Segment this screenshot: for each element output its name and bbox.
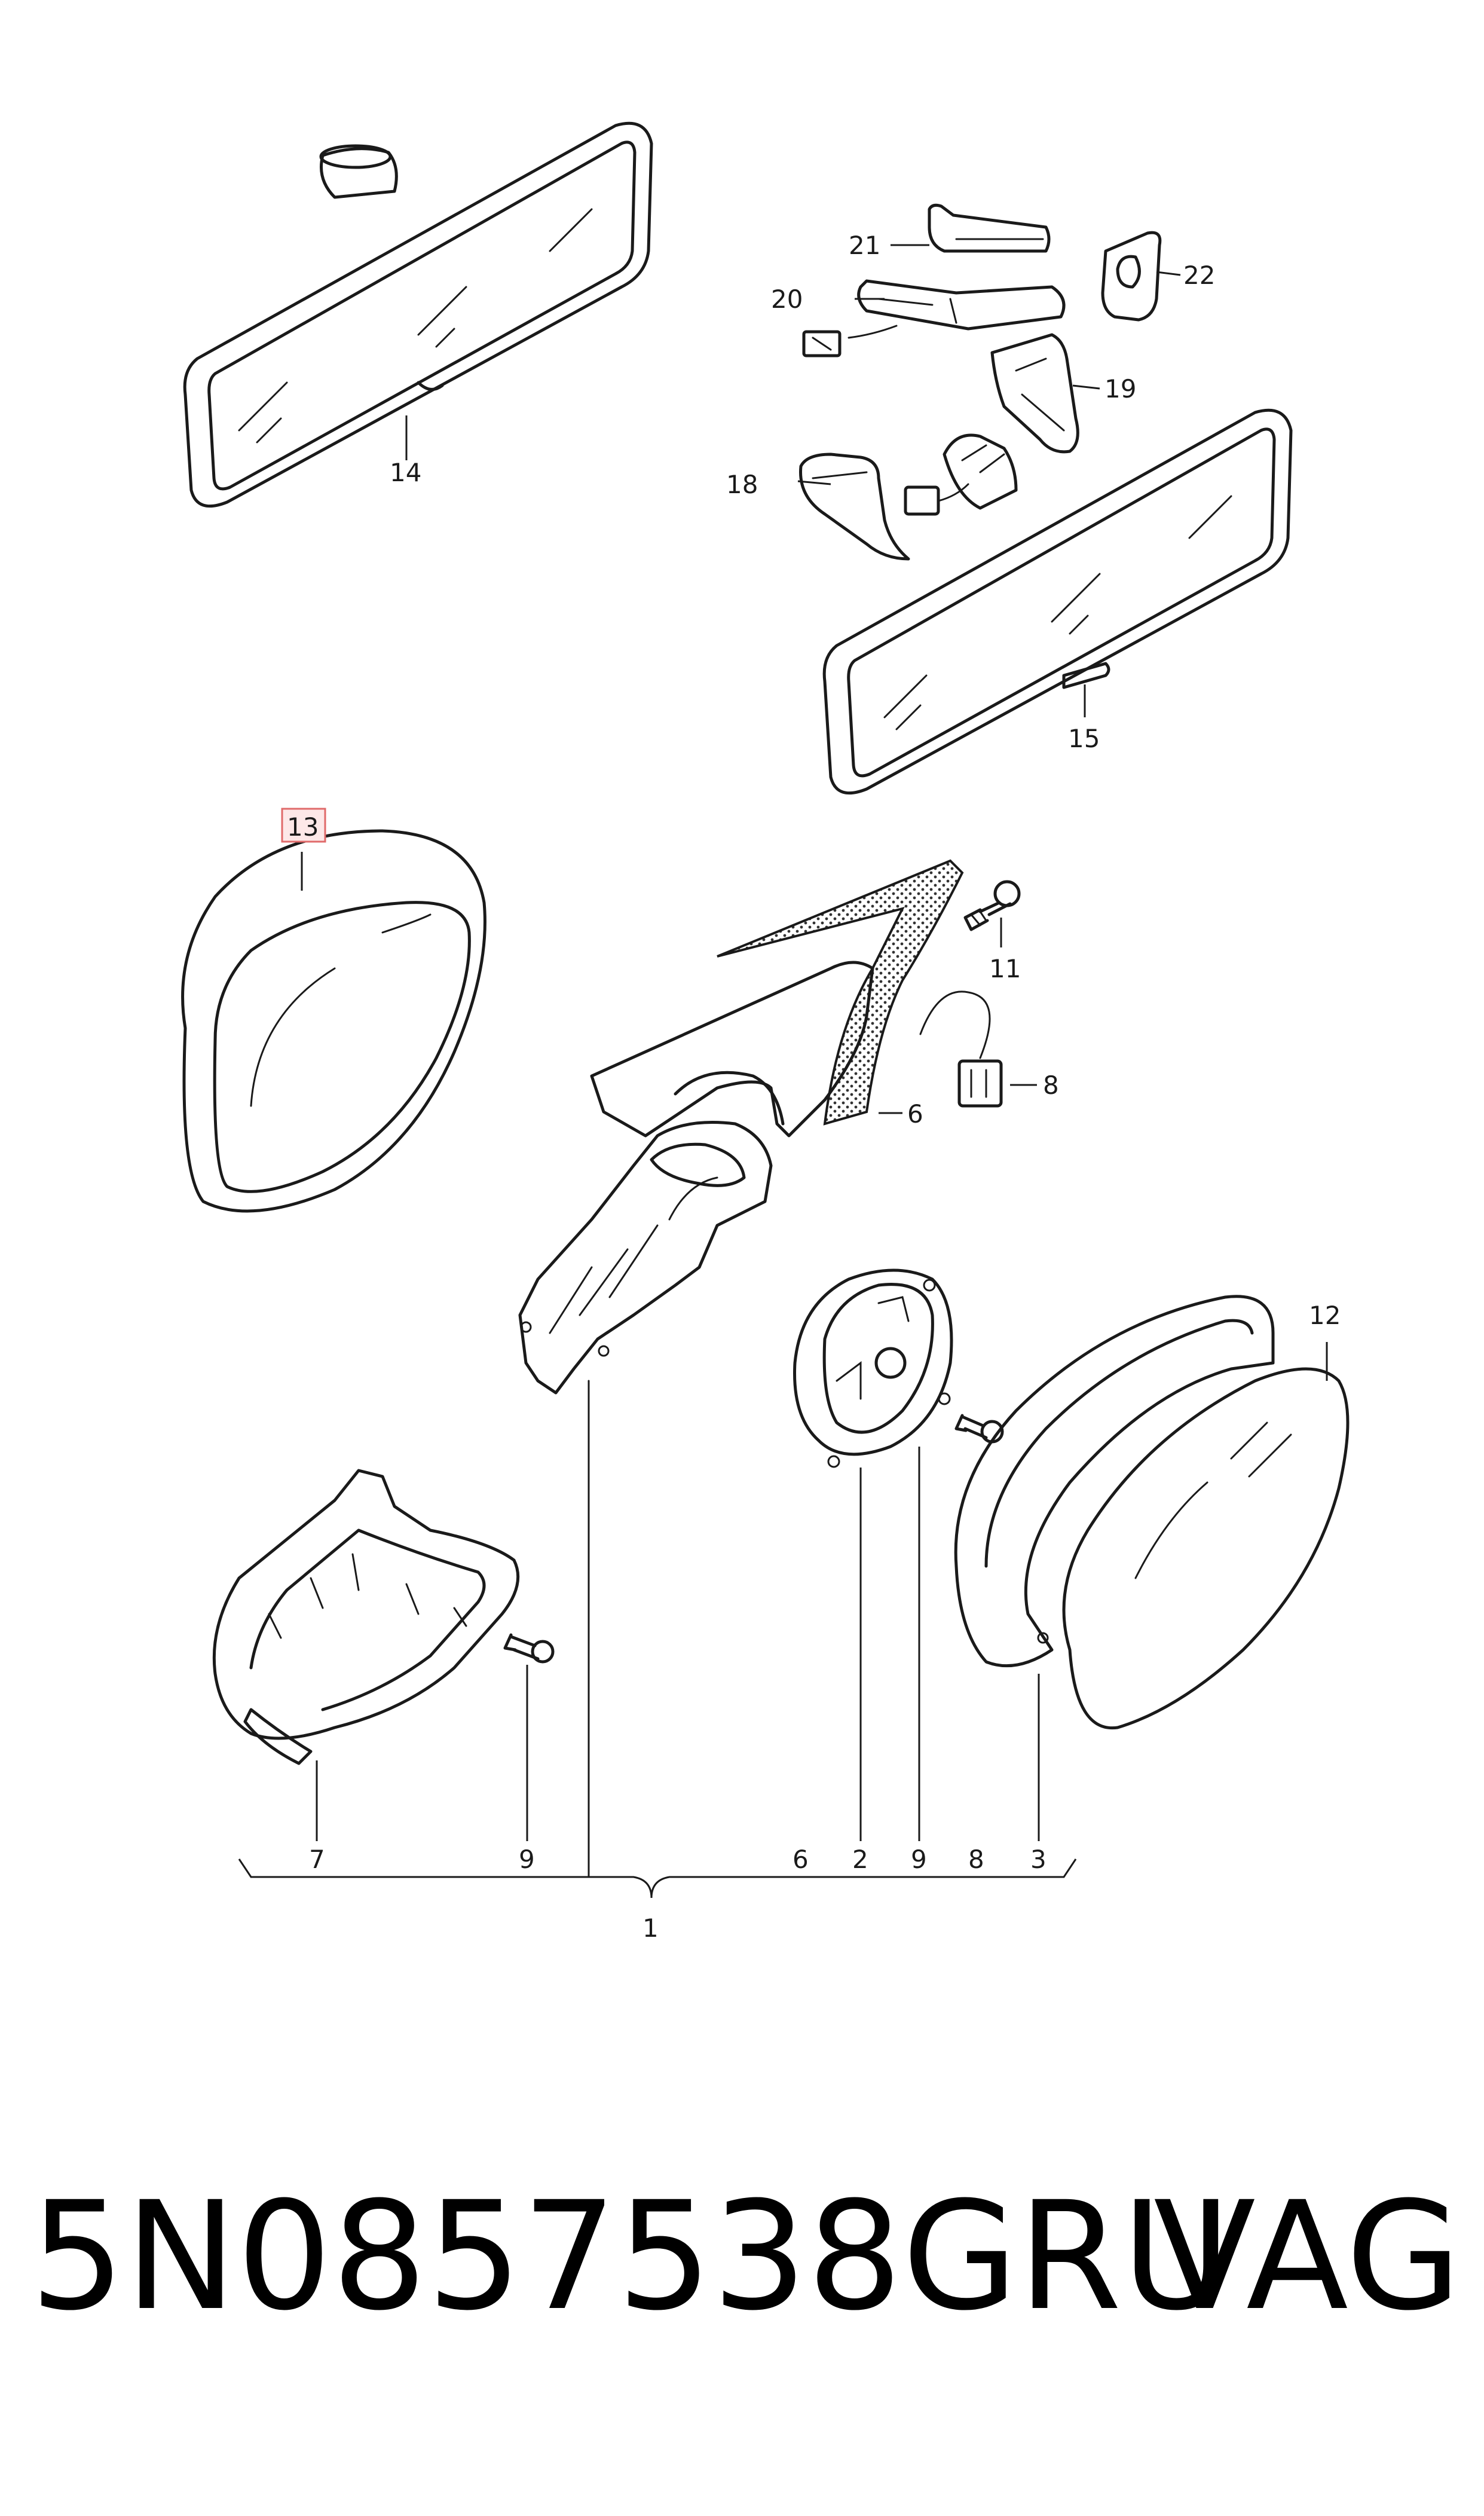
screw-9-housing: [503, 1633, 555, 1664]
callout-3: 3: [1030, 1845, 1047, 1874]
callout-11: 11: [989, 954, 1021, 983]
part-number: 5N0857538GRU: [30, 2169, 1231, 2343]
callout-labels: 14 15 18 19 20 21 22 13 11 8 6 12 7 9 6 …: [287, 231, 1341, 1943]
callout-13: 13: [287, 812, 319, 842]
callout-14: 14: [390, 458, 421, 487]
connector-8: [919, 990, 1003, 1108]
callout-8-group: 8: [968, 1845, 984, 1874]
callout-20: 20: [771, 285, 803, 314]
callout-13-highlight-box: [281, 808, 326, 843]
callout-2: 2: [852, 1845, 868, 1874]
callout-8-connector: 8: [1043, 1071, 1059, 1100]
mirror-housing-7: [212, 1469, 520, 1765]
callout-6-group: 6: [793, 1845, 809, 1874]
bracket-21: [928, 203, 1051, 253]
callout-15: 15: [1068, 724, 1100, 753]
callout-21: 21: [849, 231, 880, 260]
cover-18: [799, 453, 910, 561]
adjustment-motor-2: [793, 1268, 953, 1468]
brand-name: VAG: [1153, 2169, 1462, 2343]
leader-lines: [238, 244, 1328, 1899]
rearview-mirror-14: [183, 121, 653, 508]
callout-7: 7: [309, 1845, 325, 1874]
callout-18: 18: [726, 470, 758, 499]
footer-caption: 5N0857538GRU VAG: [30, 2182, 1464, 2331]
mirror-base-6: [590, 859, 964, 1138]
screw-11: [963, 880, 1021, 931]
callout-22: 22: [1183, 261, 1215, 290]
mirror-glass-12: [1062, 1367, 1350, 1730]
callout-6-base: 6: [907, 1099, 923, 1129]
callout-9-housing: 9: [519, 1845, 535, 1874]
callout-1: 1: [642, 1913, 659, 1943]
cable-bracket-20: [802, 279, 1066, 357]
bracket-22: [1101, 231, 1162, 322]
mirror-housing-cap-13: [181, 829, 486, 1213]
callout-19: 19: [1104, 374, 1136, 403]
mirror-frame-1: [518, 1121, 773, 1878]
cover-19: [990, 333, 1079, 454]
mirror-glass-carrier-3: [954, 1295, 1275, 1668]
callout-12: 12: [1309, 1301, 1341, 1330]
rearview-mirror-15: [822, 408, 1293, 795]
callout-9-motor: 9: [911, 1845, 927, 1874]
